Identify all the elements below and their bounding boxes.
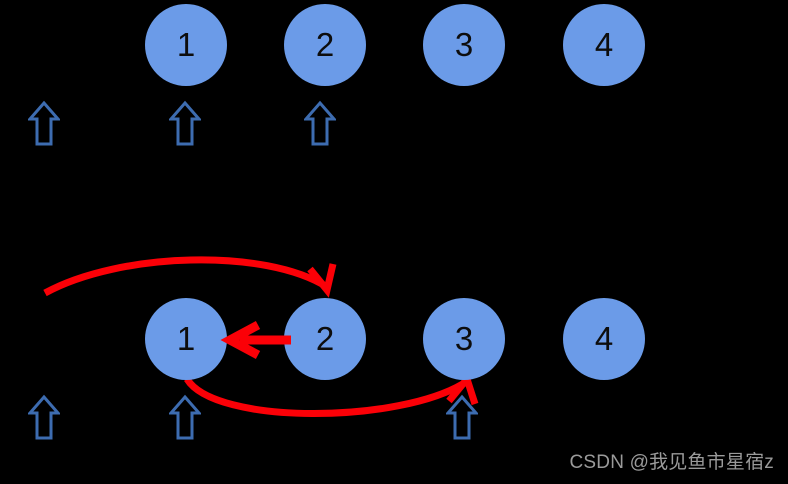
node-label: 2 bbox=[315, 319, 335, 357]
node-label: 4 bbox=[594, 25, 614, 63]
node-label: 2 bbox=[315, 25, 335, 63]
pointer-up-arrow-icon bbox=[169, 394, 201, 441]
list-node: 4 bbox=[563, 298, 645, 380]
list-node: 2 bbox=[284, 298, 366, 380]
pointer-up-arrow-icon bbox=[446, 394, 478, 441]
edge-1-to-3-path bbox=[184, 376, 468, 417]
node-label: 1 bbox=[176, 25, 196, 63]
pointer-up-arrow-icon bbox=[304, 100, 336, 147]
list-node: 1 bbox=[145, 4, 227, 86]
node-label: 4 bbox=[594, 319, 614, 357]
watermark: CSDN @我见鱼市星宿z bbox=[569, 452, 774, 473]
edge-head-to-2-path bbox=[43, 256, 329, 297]
list-node: 3 bbox=[423, 4, 505, 86]
node-label: 3 bbox=[454, 319, 474, 357]
list-node: 4 bbox=[563, 4, 645, 86]
list-node: 3 bbox=[423, 298, 505, 380]
edge-head-to-2-arrowhead bbox=[307, 263, 337, 298]
node-label: 3 bbox=[454, 25, 474, 63]
pointer-up-arrow-icon bbox=[28, 100, 60, 147]
pointer-up-arrow-icon bbox=[28, 394, 60, 441]
list-node: 2 bbox=[284, 4, 366, 86]
pointer-up-arrow-icon bbox=[169, 100, 201, 147]
node-label: 1 bbox=[176, 319, 196, 357]
list-node: 1 bbox=[145, 298, 227, 380]
edge-2-to-1-arrowhead bbox=[220, 321, 261, 359]
